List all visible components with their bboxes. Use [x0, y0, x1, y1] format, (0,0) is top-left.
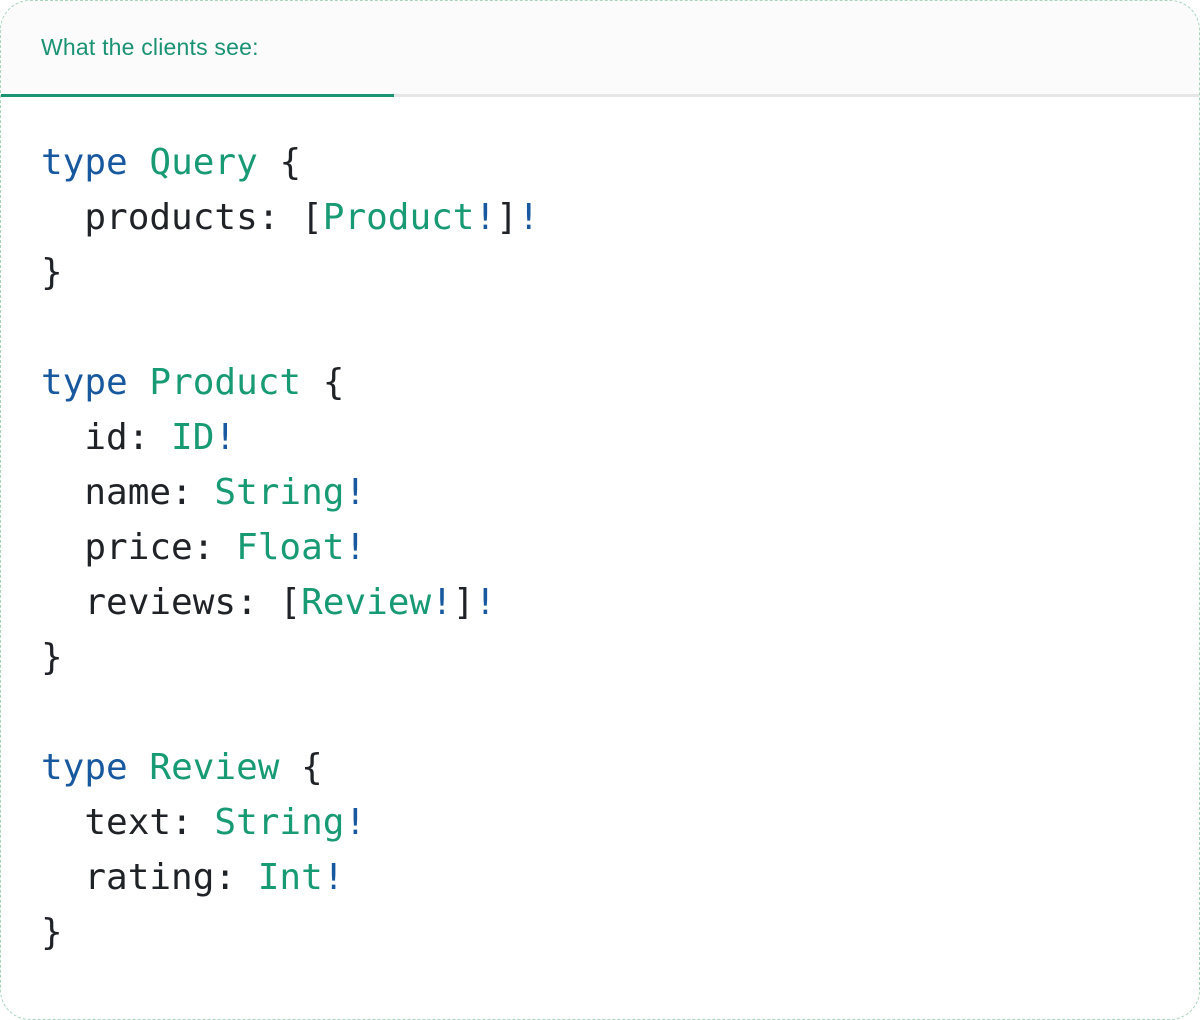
code-token-bang: !	[344, 802, 367, 843]
code-token-type: Review	[301, 582, 432, 623]
code-token-plain: products: [	[41, 197, 323, 238]
code-token-bang: !	[474, 197, 497, 238]
code-token-plain: {	[279, 747, 323, 788]
code-line: }	[41, 905, 1159, 960]
code-token-bang: !	[214, 417, 237, 458]
code-token-plain: }	[41, 637, 63, 678]
code-line: }	[41, 630, 1159, 685]
code-token-type: String	[214, 472, 345, 513]
code-token-bang: !	[474, 582, 497, 623]
code-token-plain: name:	[41, 472, 215, 513]
code-token-type: Query	[149, 142, 258, 183]
code-token-plain: }	[41, 252, 63, 293]
tab-label: What the clients see:	[41, 34, 259, 60]
code-token-bang: !	[517, 197, 540, 238]
code-block: type Query { products: [Product!]!}type …	[1, 97, 1199, 1000]
code-token-plain	[128, 142, 150, 183]
code-token-type: ID	[171, 417, 215, 458]
code-line: price: Float!	[41, 520, 1159, 575]
code-token-bang: !	[344, 527, 367, 568]
tab-clients-view[interactable]: What the clients see:	[1, 1, 394, 97]
code-token-kw: type	[41, 142, 128, 183]
code-token-plain: ]	[496, 197, 518, 238]
code-line	[41, 300, 1159, 355]
code-token-type: Review	[149, 747, 280, 788]
code-line: type Review {	[41, 740, 1159, 795]
code-token-plain: price:	[41, 527, 237, 568]
code-token-plain: {	[301, 362, 345, 403]
code-token-type: Product	[322, 197, 475, 238]
code-token-type: Int	[257, 857, 323, 898]
code-token-type: Float	[236, 527, 345, 568]
code-token-plain: reviews: [	[41, 582, 302, 623]
code-line: }	[41, 245, 1159, 300]
code-token-plain: rating:	[41, 857, 258, 898]
code-token-kw: type	[41, 747, 128, 788]
code-token-plain: id:	[41, 417, 172, 458]
code-token-bang: !	[431, 582, 453, 623]
code-token-bang: !	[322, 857, 345, 898]
code-line	[41, 685, 1159, 740]
code-token-plain	[128, 362, 150, 403]
code-line: type Product {	[41, 355, 1159, 410]
code-token-bang: !	[344, 472, 367, 513]
code-line: text: String!	[41, 795, 1159, 850]
code-line: type Query {	[41, 135, 1159, 190]
tab-bar: What the clients see:	[1, 1, 1199, 97]
code-line: name: String!	[41, 465, 1159, 520]
code-token-plain	[128, 747, 150, 788]
code-token-plain: }	[41, 912, 63, 953]
code-line: reviews: [Review!]!	[41, 575, 1159, 630]
code-token-plain: {	[257, 142, 302, 183]
code-line: products: [Product!]!	[41, 190, 1159, 245]
code-token-plain: ]	[452, 582, 475, 623]
code-token-type: Product	[149, 362, 302, 403]
code-line: id: ID!	[41, 410, 1159, 465]
code-line: rating: Int!	[41, 850, 1159, 905]
code-token-type: String	[214, 802, 345, 843]
code-token-kw: type	[41, 362, 128, 403]
code-token-plain: text:	[41, 802, 215, 843]
